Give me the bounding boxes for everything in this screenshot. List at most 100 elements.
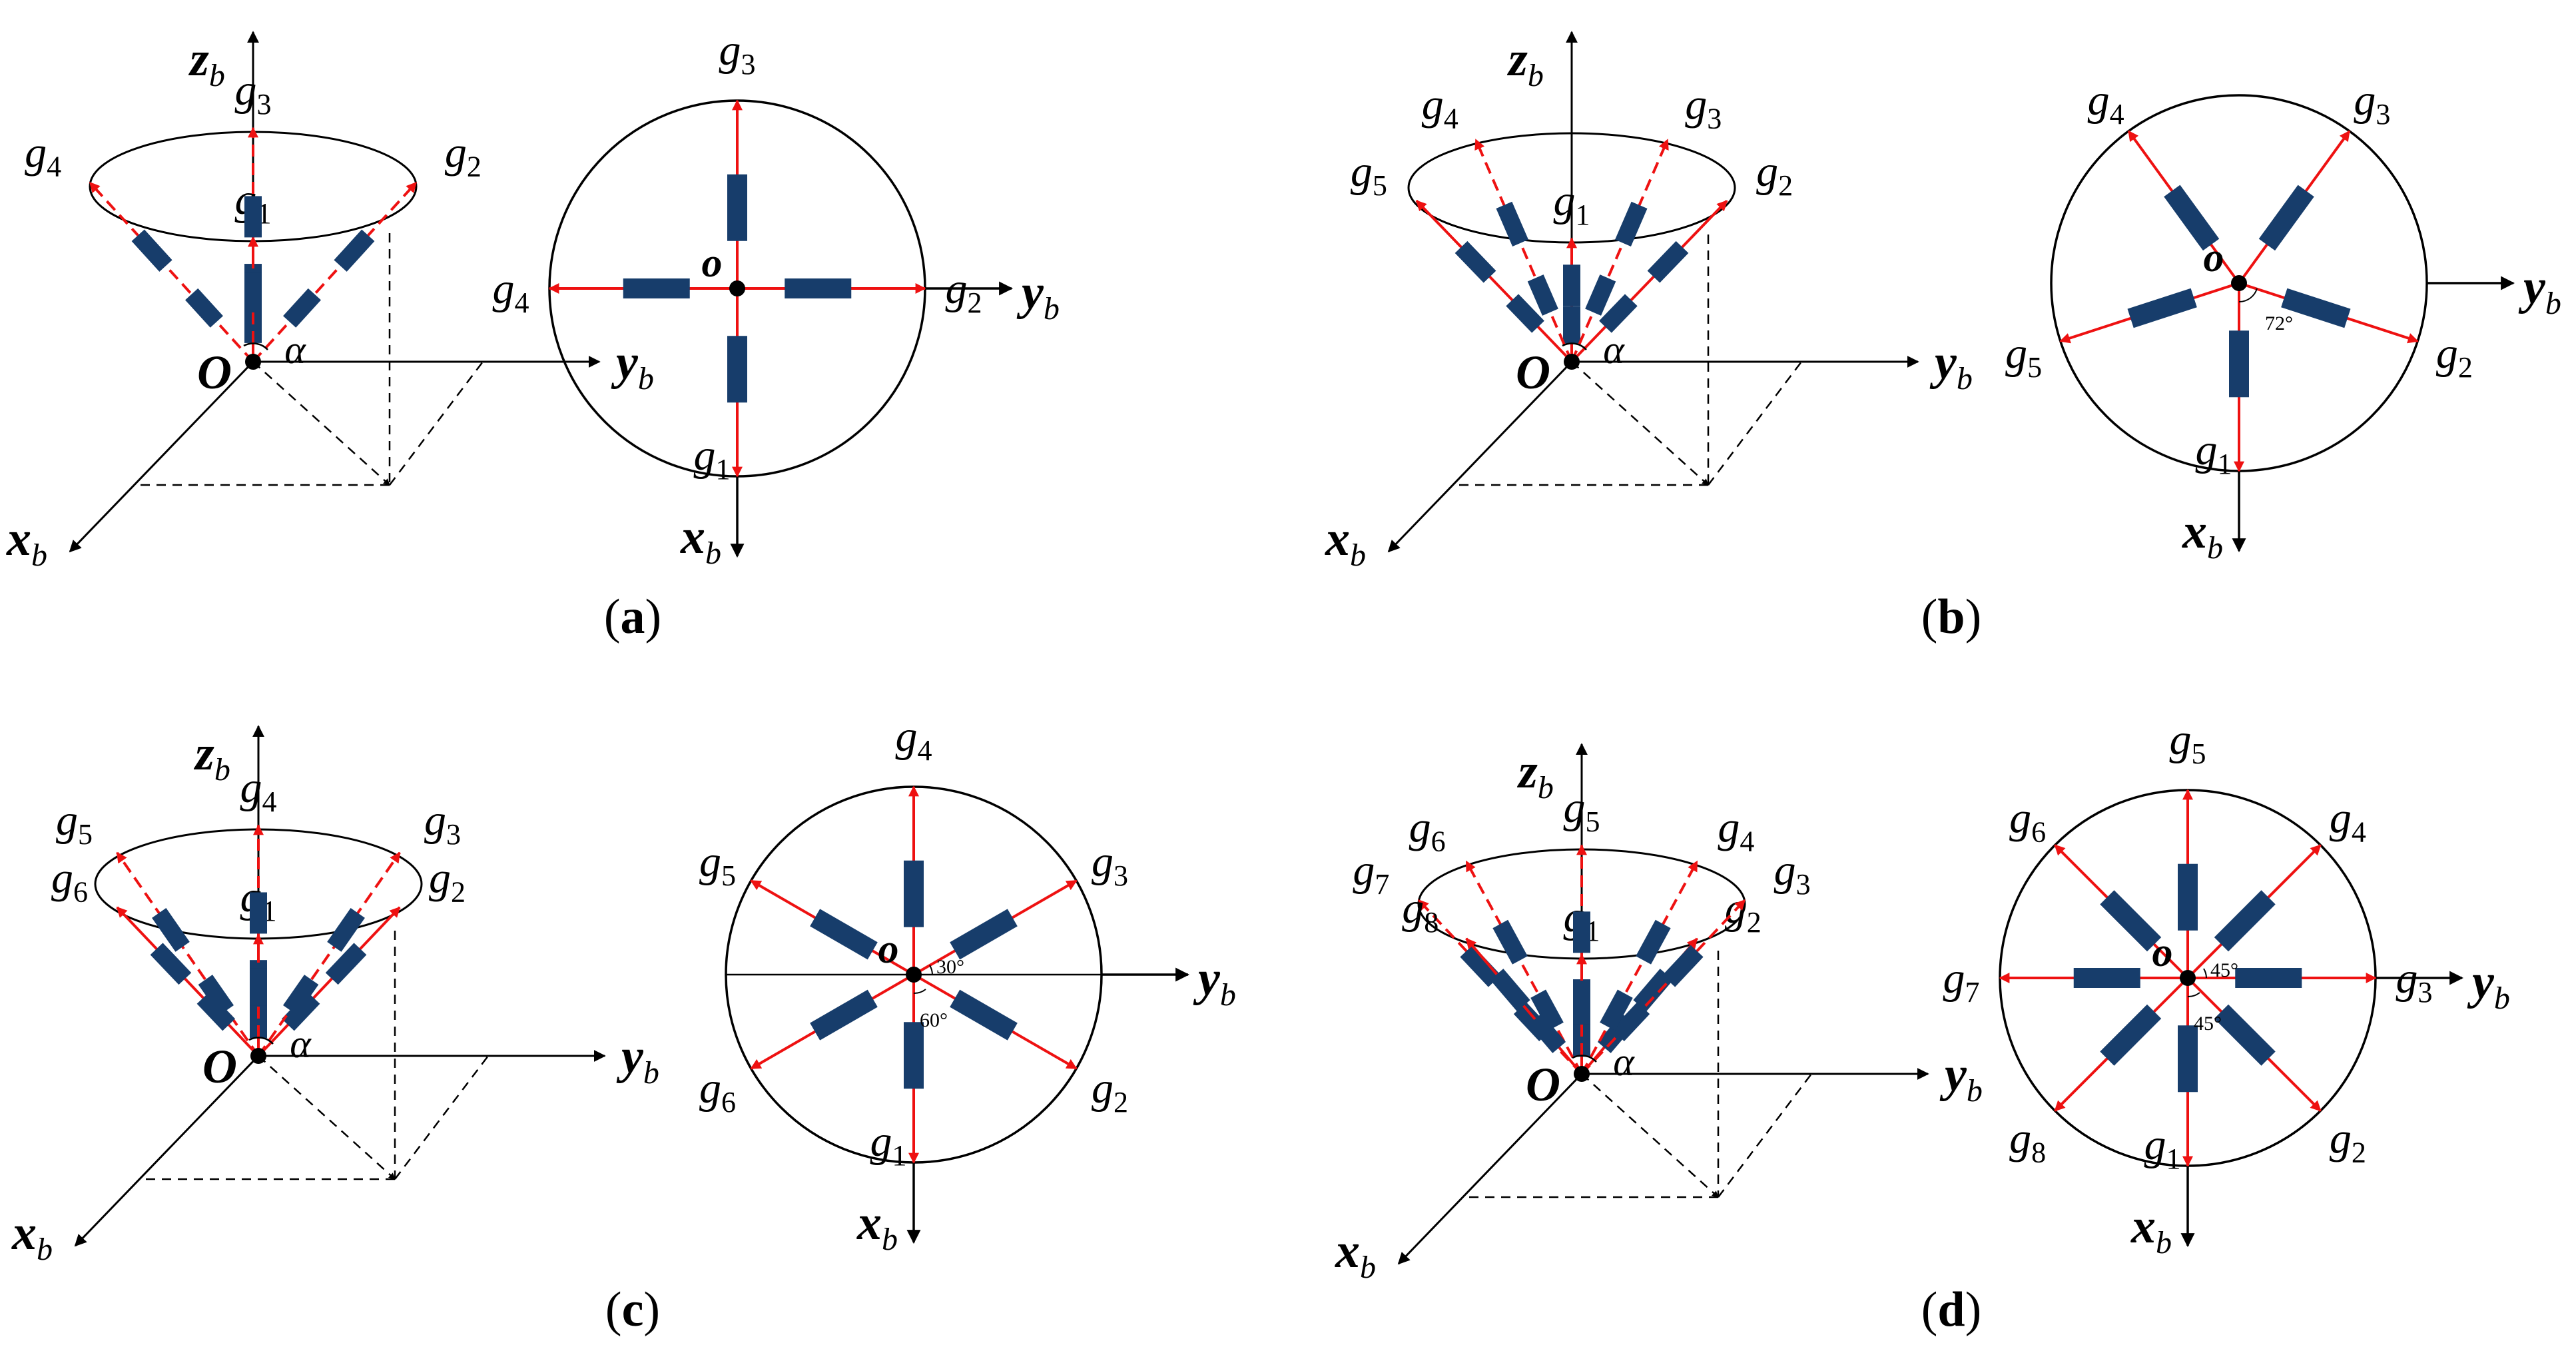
top-actuator-6 — [810, 989, 878, 1041]
gimbal-label-top-3: g3 — [2396, 954, 2433, 1009]
gimbal-label-top-3: g3 — [2354, 76, 2390, 131]
gimbal-letter: g — [1564, 783, 1586, 832]
panel-caption-b: (b) — [1921, 590, 1981, 644]
gimbal-label-3d-4: g4 — [25, 129, 61, 183]
actuator-lower-6 — [1530, 989, 1564, 1031]
gimbal-letter: g — [896, 712, 918, 761]
caption-letter: d — [1937, 1282, 1965, 1337]
angle-value: 45° — [2210, 959, 2238, 981]
panel-caption-d: (d) — [1921, 1282, 1981, 1337]
panel-c-3d-view: zbybxbg1g2g3g4g5g6Oα — [11, 725, 659, 1267]
origin-letter: o — [702, 240, 723, 286]
axis-letter: y — [1193, 951, 1221, 1006]
gimbal-letter: g — [1685, 80, 1707, 129]
gimbal-label-top-4: g4 — [896, 712, 932, 767]
gimbal-index: 5 — [78, 818, 93, 851]
x-axis-label: xb — [11, 1206, 53, 1267]
gimbal-label-3d-6: g6 — [51, 853, 88, 908]
actuator-upper-2 — [1647, 240, 1689, 283]
spin-axis-6 — [116, 906, 260, 1057]
top-actuator-7 — [2073, 968, 2140, 988]
top-actuator-2 — [785, 278, 852, 298]
x-axis — [1397, 1073, 1583, 1265]
z-axis-label: zb — [1506, 32, 1544, 93]
origin-dot-2d — [2180, 970, 2196, 986]
gimbal-letter: g — [1092, 1064, 1114, 1113]
gimbal-label-3d-6: g6 — [1409, 803, 1446, 857]
gimbal-label-top-2: g2 — [1092, 1064, 1128, 1119]
top-actuator-1 — [727, 336, 747, 403]
top-actuator-3 — [727, 174, 747, 241]
caption-letter: a — [621, 590, 645, 644]
gimbal-label-3d-4: g4 — [240, 763, 277, 818]
actuator-upper-4 — [1496, 201, 1528, 246]
gimbal-letter: g — [235, 66, 257, 115]
gimbal-index: 6 — [73, 875, 88, 908]
origin-dot-2d — [2231, 275, 2247, 291]
top-actuator-4 — [623, 278, 690, 298]
gimbal-index: 7 — [1375, 868, 1389, 901]
angle-label-lower: 60° — [920, 1009, 948, 1031]
gimbal-label-top-2: g2 — [946, 264, 982, 319]
gimbal-letter: g — [1409, 803, 1431, 851]
origin-dot-3d — [250, 1048, 266, 1064]
origin-dot-3d — [1574, 1066, 1590, 1082]
origin-label-2d: o — [2152, 930, 2173, 975]
axis-subscript: b — [1360, 1250, 1376, 1285]
projection-diagonal — [1571, 361, 1709, 486]
caption-close: ) — [1965, 590, 1982, 644]
gimbal-letter: g — [1943, 954, 1965, 1003]
gimbal-label-3d-5: g5 — [56, 796, 93, 851]
panels-root: zbybxbg1g2g3g4Oαybxbg1g2g3g4o(a)zbybxbg1… — [6, 26, 2561, 1337]
axis-subscript: b — [1528, 58, 1544, 93]
cone-angle-arc — [1572, 1055, 1597, 1063]
gimbal-index: 5 — [2192, 737, 2206, 770]
actuator-lower-4 — [1527, 274, 1558, 316]
gimbal-letter: g — [1774, 846, 1796, 895]
origin-label-3d: O — [1526, 1058, 1560, 1111]
spin-axis-4 — [1474, 139, 1573, 362]
top-actuator-6 — [2100, 890, 2162, 952]
gimbal-index: 3 — [2376, 98, 2390, 131]
gimbal-index: 4 — [2110, 98, 2124, 131]
alpha-symbol: α — [1613, 1040, 1635, 1084]
actuator-upper-3 — [1615, 201, 1648, 246]
panel-caption-a: (a) — [604, 590, 661, 644]
axis-subscript: b — [214, 752, 230, 787]
actuator-upper-4 — [1636, 919, 1671, 965]
spin-axis-2 — [252, 181, 418, 363]
angle-label-1: 72° — [2265, 312, 2293, 334]
z-axis-label: zb — [1516, 744, 1554, 805]
gimbal-label-top-4: g4 — [493, 264, 529, 319]
actuator-upper-7 — [1460, 945, 1501, 987]
gimbal-index: 4 — [2352, 816, 2366, 849]
gimbal-label-3d-2: g2 — [1725, 884, 1762, 939]
spin-axis-5 — [116, 851, 260, 1057]
gimbal-label-3d-3: g3 — [424, 796, 461, 851]
top-actuator-4 — [904, 860, 924, 927]
gimbal-label-3d-3: g3 — [1774, 846, 1811, 901]
actuator-upper-3 — [1662, 945, 1704, 987]
gimbal-letter: g — [2144, 1121, 2166, 1169]
axis-letter: x — [2182, 504, 2207, 559]
origin-letter: o — [2152, 930, 2173, 975]
actuator-lower-2 — [1599, 294, 1638, 333]
z-axis-label: zb — [188, 32, 225, 93]
gimbal-letter: g — [699, 837, 721, 886]
axis-subscript: b — [209, 58, 225, 93]
top-actuator-4 — [2164, 185, 2220, 251]
gimbal-index: 6 — [721, 1086, 736, 1119]
actuator-lower-6 — [196, 991, 236, 1031]
actuator-upper-4 — [131, 229, 172, 272]
gimbal-index: 5 — [721, 859, 736, 892]
gimbal-label-3d-5: g5 — [1351, 147, 1387, 202]
gimbal-letter: g — [493, 264, 515, 313]
alpha-symbol: α — [284, 328, 306, 372]
origin-letter: O — [197, 346, 232, 399]
origin-label-2d: o — [2204, 235, 2224, 280]
actuator-lower-3 — [282, 975, 319, 1015]
